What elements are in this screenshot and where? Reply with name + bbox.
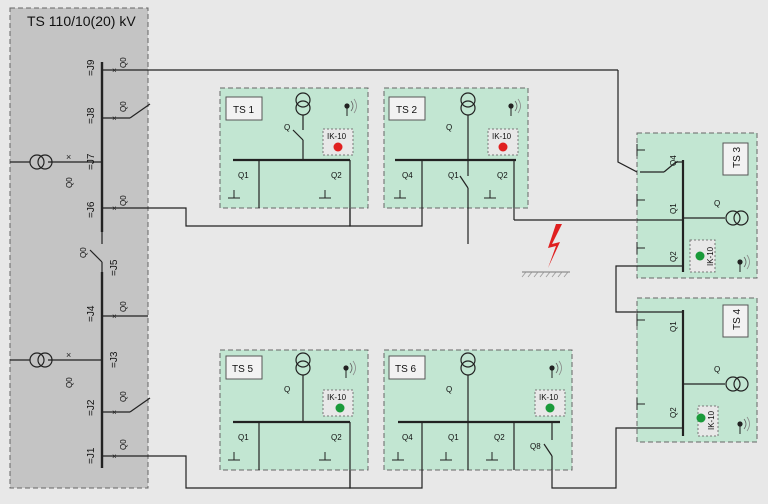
svg-text:Q0: Q0 bbox=[65, 177, 74, 188]
svg-text:Q2: Q2 bbox=[497, 171, 508, 180]
svg-text:Q1: Q1 bbox=[448, 433, 459, 442]
svg-text:Q8: Q8 bbox=[530, 442, 541, 451]
svg-text:×: × bbox=[112, 114, 117, 123]
svg-text:IK-10: IK-10 bbox=[539, 393, 559, 402]
fault-indicator-ts5 bbox=[335, 403, 345, 413]
svg-text:Q2: Q2 bbox=[494, 433, 505, 442]
fault-indicator-ts2 bbox=[498, 142, 508, 152]
bus-coupler-switch[interactable] bbox=[89, 249, 103, 263]
svg-text:Q4: Q4 bbox=[402, 171, 413, 180]
station-label-ts1: TS 1 bbox=[233, 105, 255, 116]
svg-text:Q4: Q4 bbox=[402, 433, 413, 442]
svg-text:Q: Q bbox=[446, 123, 452, 132]
svg-text:Q0: Q0 bbox=[119, 301, 128, 312]
fault-indicator-ts6 bbox=[545, 403, 555, 413]
svg-text:Q: Q bbox=[284, 385, 290, 394]
svg-text:×: × bbox=[112, 452, 117, 461]
fault-location-icon bbox=[521, 224, 570, 278]
svg-text:Q0: Q0 bbox=[119, 391, 128, 402]
svg-text:Q2: Q2 bbox=[331, 171, 342, 180]
svg-text:Q2: Q2 bbox=[669, 251, 678, 262]
svg-text:Q: Q bbox=[714, 199, 720, 208]
station-ts2: TS 2 Q IK-10 Q4 Q1 Q2 bbox=[383, 87, 529, 244]
svg-text:Q1: Q1 bbox=[238, 433, 249, 442]
feeder-label-j9: =J9 bbox=[86, 59, 97, 76]
feeder-label-j6: =J6 bbox=[86, 201, 97, 218]
svg-text:×: × bbox=[112, 312, 117, 321]
switch-q1-ts2[interactable] bbox=[459, 175, 469, 189]
station-ts4: TS 4 Q1 Q Q2 IK-10 bbox=[636, 297, 758, 443]
station-label-ts6: TS 6 bbox=[395, 364, 417, 375]
station-label-ts4: TS 4 bbox=[732, 308, 743, 330]
svg-text:Q0: Q0 bbox=[119, 195, 128, 206]
switch-q-ts1[interactable] bbox=[292, 129, 304, 141]
svg-text:Q0: Q0 bbox=[119, 101, 128, 112]
substation-box bbox=[9, 7, 149, 489]
switch-q8-ts6[interactable] bbox=[543, 443, 553, 457]
svg-text:×: × bbox=[66, 152, 71, 162]
svg-text:Q1: Q1 bbox=[669, 321, 678, 332]
svg-text:×: × bbox=[112, 408, 117, 417]
feeder-label-j1: =J1 bbox=[86, 447, 97, 464]
feeder-label-j8: =J8 bbox=[86, 107, 97, 124]
svg-text:IK-10: IK-10 bbox=[327, 132, 347, 141]
station-ts5: TS 5 Q IK-10 Q1 Q2 bbox=[219, 349, 369, 471]
station-label-ts5: TS 5 bbox=[232, 364, 254, 375]
substation-title: TS 110/10(20) kV bbox=[27, 13, 136, 29]
svg-text:Q0: Q0 bbox=[65, 377, 74, 388]
svg-text:Q1: Q1 bbox=[448, 171, 459, 180]
svg-text:×: × bbox=[112, 204, 117, 213]
svg-text:Q0: Q0 bbox=[119, 57, 128, 68]
fault-indicator-ts3 bbox=[695, 251, 705, 261]
svg-text:IK-10: IK-10 bbox=[492, 132, 512, 141]
svg-text:Q: Q bbox=[284, 123, 290, 132]
station-ts1: TS 1 Q IK-10 Q1 Q2 bbox=[219, 87, 369, 209]
svg-text:IK-10: IK-10 bbox=[706, 246, 715, 266]
station-label-ts3: TS 3 bbox=[732, 146, 743, 168]
fault-indicator-ts4 bbox=[696, 413, 706, 423]
svg-text:Q4: Q4 bbox=[669, 155, 678, 166]
svg-text:×: × bbox=[66, 350, 71, 360]
svg-text:Q2: Q2 bbox=[669, 407, 678, 418]
svg-text:Q: Q bbox=[446, 385, 452, 394]
station-ts6: TS 6 Q IK-10 Q4 Q1 Q2 Q8 bbox=[383, 349, 573, 471]
svg-text:IK-10: IK-10 bbox=[327, 393, 347, 402]
station-label-ts2: TS 2 bbox=[396, 105, 418, 116]
svg-text:Q0: Q0 bbox=[79, 247, 88, 258]
station-ts3: TS 3 Q4 Q1 Q Q2 IK-10 bbox=[615, 70, 758, 279]
svg-text:Q0: Q0 bbox=[119, 439, 128, 450]
feeder-label-j4: =J4 bbox=[86, 305, 97, 322]
fault-indicator-ts1 bbox=[333, 142, 343, 152]
feeder-label-j5: =J5 bbox=[109, 259, 120, 276]
svg-text:Q1: Q1 bbox=[669, 203, 678, 214]
feeder-label-j3: =J3 bbox=[109, 351, 120, 368]
svg-text:Q2: Q2 bbox=[331, 433, 342, 442]
switch-q4-ts3[interactable] bbox=[663, 161, 677, 173]
svg-text:Q1: Q1 bbox=[238, 171, 249, 180]
svg-text:Q: Q bbox=[714, 365, 720, 374]
svg-text:×: × bbox=[112, 66, 117, 75]
feeder-label-j2: =J2 bbox=[86, 399, 97, 416]
svg-text:IK-10: IK-10 bbox=[707, 410, 716, 430]
feeder-label-j7: =J7 bbox=[86, 153, 97, 170]
